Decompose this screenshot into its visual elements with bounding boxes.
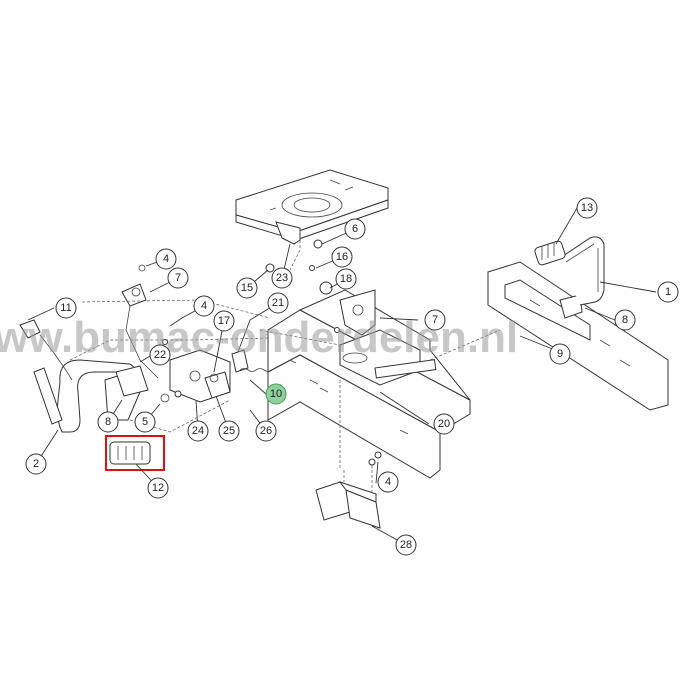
tractor-frame xyxy=(267,289,471,479)
svg-text:7: 7 xyxy=(432,314,438,326)
svg-text:10: 10 xyxy=(270,388,282,400)
callout-7a[interactable]: 7 xyxy=(167,267,189,289)
callout-26[interactable]: 26 xyxy=(255,420,277,442)
callout-8a[interactable]: 8 xyxy=(97,411,119,433)
svg-text:12: 12 xyxy=(152,482,164,494)
svg-text:8: 8 xyxy=(622,314,628,326)
svg-text:21: 21 xyxy=(272,297,284,309)
svg-text:20: 20 xyxy=(438,418,450,430)
svg-text:16: 16 xyxy=(336,251,348,263)
callout-20[interactable]: 20 xyxy=(433,413,455,435)
callout-4a[interactable]: 4 xyxy=(155,248,177,270)
callout-18[interactable]: 18 xyxy=(335,268,357,290)
svg-text:4: 4 xyxy=(163,253,169,265)
callout-2[interactable]: 2 xyxy=(25,453,47,475)
callout-6[interactable]: 6 xyxy=(344,218,366,240)
callout-4c[interactable]: 4 xyxy=(377,471,399,493)
svg-text:22: 22 xyxy=(154,349,166,361)
callout-9[interactable]: 9 xyxy=(549,343,571,365)
svg-text:7: 7 xyxy=(175,272,181,284)
svg-text:18: 18 xyxy=(340,273,352,285)
callout-13[interactable]: 13 xyxy=(576,197,598,219)
svg-text:26: 26 xyxy=(260,425,272,437)
callout-8b[interactable]: 8 xyxy=(614,309,636,331)
svg-text:11: 11 xyxy=(60,302,71,314)
callout-16[interactable]: 16 xyxy=(331,246,353,268)
svg-text:5: 5 xyxy=(142,416,148,428)
callout-7b[interactable]: 7 xyxy=(424,309,446,331)
relation-lines xyxy=(69,230,501,470)
svg-text:6: 6 xyxy=(352,223,358,235)
callout-24[interactable]: 24 xyxy=(187,420,209,442)
svg-text:24: 24 xyxy=(192,425,204,437)
callout-4b[interactable]: 4 xyxy=(193,295,215,317)
svg-text:28: 28 xyxy=(400,539,412,551)
callout-1[interactable]: 1 xyxy=(657,281,679,303)
hardware xyxy=(162,239,382,466)
callout-28[interactable]: 28 xyxy=(395,534,417,556)
center-bracket-assembly xyxy=(115,349,273,403)
callout-5[interactable]: 5 xyxy=(134,411,156,433)
svg-text:2: 2 xyxy=(33,458,39,470)
svg-text:25: 25 xyxy=(223,425,235,437)
callout-15[interactable]: 15 xyxy=(236,277,258,299)
svg-text:4: 4 xyxy=(385,476,391,488)
svg-text:15: 15 xyxy=(241,282,253,294)
svg-text:8: 8 xyxy=(105,416,111,428)
svg-text:9: 9 xyxy=(557,348,563,360)
callout-10[interactable]: 10 xyxy=(265,383,287,405)
callout-11[interactable]: 11 xyxy=(55,297,77,319)
svg-text:23: 23 xyxy=(276,272,288,284)
svg-text:4: 4 xyxy=(201,300,207,312)
callout-23[interactable]: 23 xyxy=(271,267,293,289)
bottom-bracket xyxy=(315,460,381,529)
pedal-pad-part-12 xyxy=(105,435,165,471)
callout-12[interactable]: 12 xyxy=(147,477,169,499)
callout-25[interactable]: 25 xyxy=(218,420,240,442)
callout-21[interactable]: 21 xyxy=(267,292,289,314)
svg-text:13: 13 xyxy=(581,202,593,214)
right-lever xyxy=(534,236,605,306)
callout-17[interactable]: 17 xyxy=(213,310,235,332)
seat-plate xyxy=(235,169,389,245)
highlight-box-part-12 xyxy=(105,435,165,471)
callout-22[interactable]: 22 xyxy=(149,344,171,366)
rear-frame xyxy=(487,261,669,411)
svg-text:1: 1 xyxy=(665,286,671,298)
svg-text:17: 17 xyxy=(218,315,230,327)
